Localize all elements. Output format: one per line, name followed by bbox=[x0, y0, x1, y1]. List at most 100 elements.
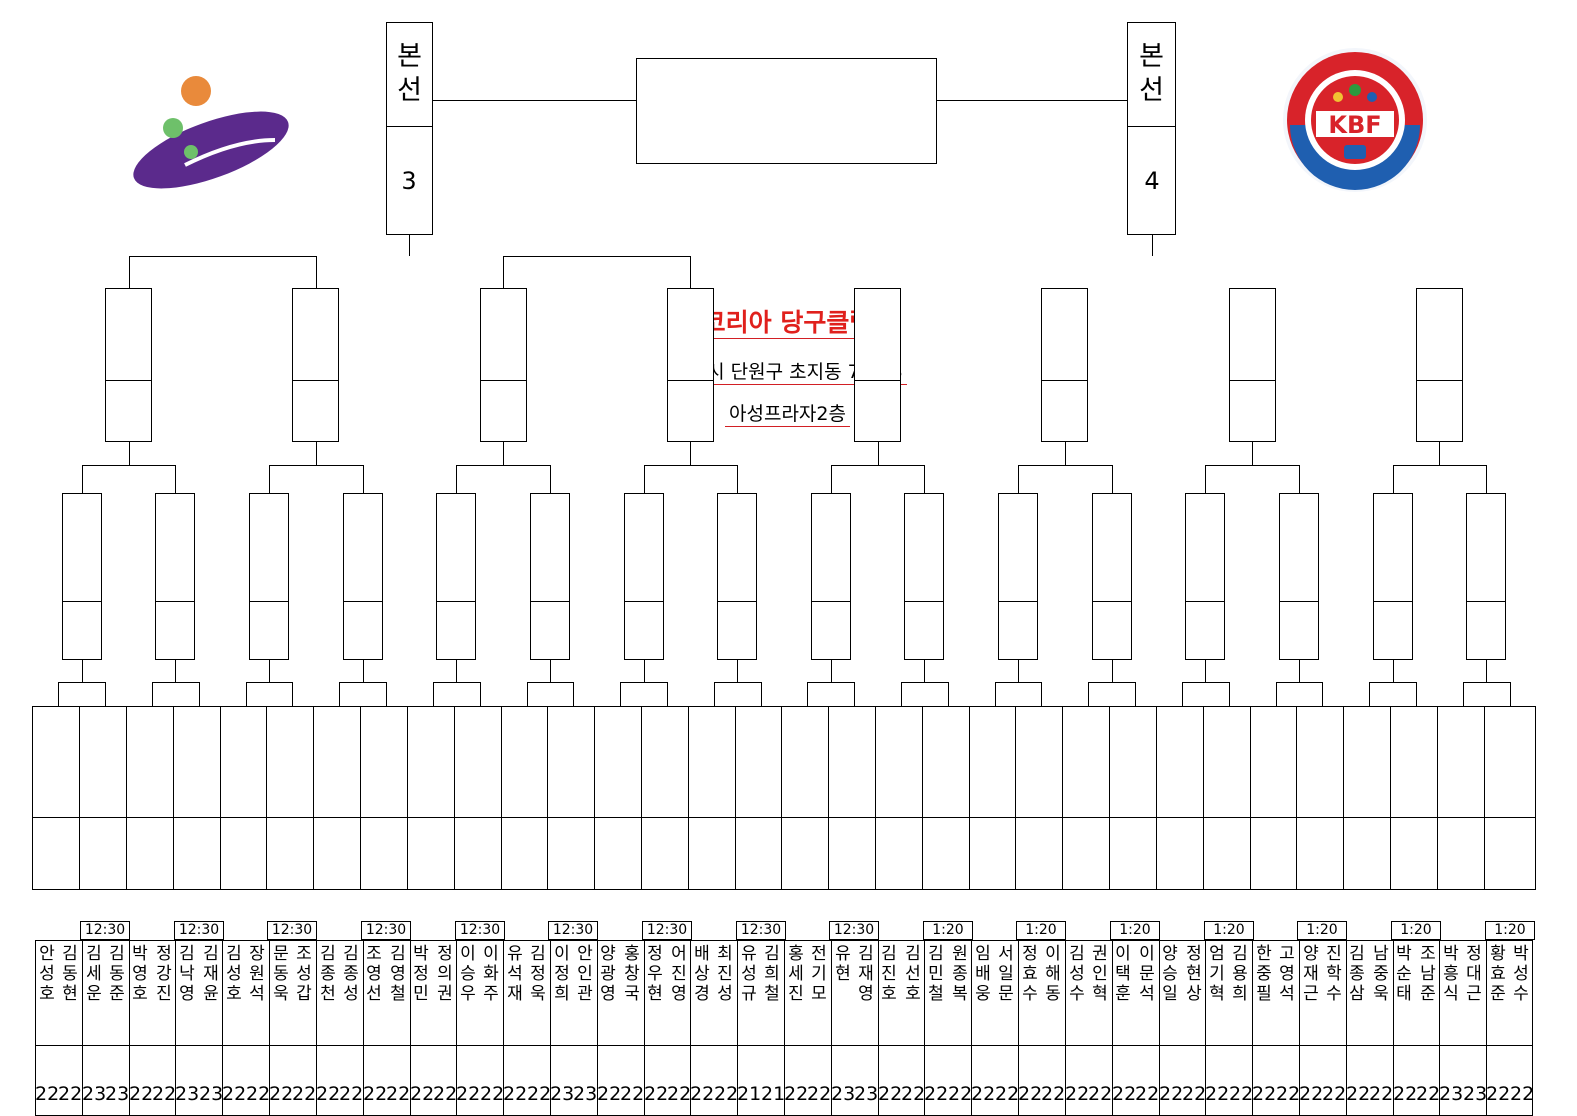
player-score: 22 bbox=[1088, 1083, 1113, 1105]
bracket-line bbox=[878, 940, 879, 1116]
bracket-line bbox=[620, 682, 667, 683]
champion-box bbox=[636, 58, 937, 164]
player-score: 22 bbox=[339, 1083, 364, 1105]
bracket-line bbox=[807, 682, 854, 683]
final-left-number: 3 bbox=[401, 167, 417, 195]
round32-box-divider bbox=[454, 817, 506, 818]
player-name: 김정욱 bbox=[530, 944, 546, 1004]
match-time: 1:20 bbox=[923, 921, 973, 940]
bracket-line bbox=[1299, 660, 1300, 682]
player-name: 권인혁 bbox=[1092, 944, 1108, 1004]
bracket-line bbox=[316, 256, 317, 288]
player-score: 22 bbox=[1369, 1083, 1394, 1105]
bracket-line bbox=[175, 660, 176, 682]
bracket-line bbox=[737, 940, 738, 1116]
bracket-line bbox=[1205, 660, 1206, 682]
bracket-line bbox=[82, 465, 175, 466]
match-time: 1:20 bbox=[1204, 921, 1254, 940]
round32-box bbox=[828, 706, 880, 890]
player-name: 김재윤 bbox=[203, 944, 219, 1004]
player-name: 어진영 bbox=[671, 944, 687, 1004]
round32-box bbox=[1484, 706, 1536, 890]
player-name: 한중필 bbox=[1256, 944, 1272, 1004]
player-score: 21 bbox=[737, 1083, 762, 1105]
match-time: 12:30 bbox=[174, 921, 224, 940]
bracket-line bbox=[831, 465, 832, 493]
player-name: 정강진 bbox=[156, 944, 172, 1004]
player-score: 22 bbox=[386, 1083, 411, 1105]
round32-box-divider bbox=[79, 817, 131, 818]
match-time: 12:30 bbox=[267, 921, 317, 940]
match-time: 12:30 bbox=[642, 921, 692, 940]
bracket-line bbox=[1018, 660, 1019, 682]
player-name: 정현상 bbox=[1186, 944, 1202, 1004]
player-name: 안인관 bbox=[577, 944, 593, 1004]
kbf-logo: KBF bbox=[1283, 48, 1427, 192]
player-name: 김낙영 bbox=[179, 944, 195, 1004]
match-time: 1:20 bbox=[1297, 921, 1347, 940]
bracket-line bbox=[1112, 660, 1113, 682]
player-score: 22 bbox=[1322, 1083, 1347, 1105]
round32-box bbox=[781, 706, 833, 890]
bracket-line bbox=[924, 940, 925, 1116]
player-score: 22 bbox=[480, 1083, 505, 1105]
bracket-line bbox=[644, 465, 645, 493]
player-name: 김종삼 bbox=[1349, 944, 1365, 1004]
bracket-line bbox=[269, 940, 270, 1116]
round32-box-divider bbox=[1109, 817, 1161, 818]
round32-box-divider bbox=[313, 817, 365, 818]
round16-box-divider bbox=[1373, 601, 1413, 602]
round16-box bbox=[1373, 493, 1413, 660]
bracket-line bbox=[1393, 660, 1394, 682]
round32-box-divider bbox=[922, 817, 974, 818]
player-name: 양승일 bbox=[1162, 944, 1178, 1004]
bracket-line bbox=[386, 682, 387, 706]
bracket-line bbox=[971, 940, 972, 1116]
bracket-line bbox=[995, 682, 1041, 683]
player-score: 22 bbox=[667, 1083, 692, 1105]
player-name: 원종복 bbox=[952, 944, 968, 1004]
round16-box bbox=[1092, 493, 1132, 660]
player-score: 22 bbox=[503, 1083, 528, 1105]
player-name: 김동준 bbox=[109, 944, 125, 1004]
round32-box bbox=[266, 706, 318, 890]
match-time: 12:30 bbox=[548, 921, 598, 940]
player-score: 22 bbox=[1346, 1083, 1371, 1105]
player-score: 22 bbox=[269, 1083, 294, 1105]
round32-box-divider bbox=[126, 817, 178, 818]
bracket-line bbox=[737, 660, 738, 682]
round32-box-divider bbox=[594, 817, 646, 818]
player-name: 이해동 bbox=[1045, 944, 1061, 1004]
player-name: 이정희 bbox=[554, 944, 570, 1004]
player-name: 배상경 bbox=[694, 944, 710, 1004]
round32-box bbox=[1296, 706, 1348, 890]
player-name: 장원석 bbox=[249, 944, 265, 1004]
quarter-box-divider bbox=[292, 380, 339, 381]
club-address: 안산시 단원구 초지동 733-3 bbox=[560, 357, 1015, 385]
round32-box bbox=[32, 706, 84, 890]
round16-box-divider bbox=[62, 601, 102, 602]
bracket-line bbox=[1369, 682, 1370, 706]
round16-box-divider bbox=[1092, 601, 1132, 602]
player-score: 22 bbox=[527, 1083, 552, 1105]
round16-box bbox=[717, 493, 757, 660]
player-name: 김종성 bbox=[343, 944, 359, 1004]
bracket-line bbox=[1182, 682, 1183, 706]
player-name: 박흥식 bbox=[1443, 944, 1459, 1004]
round16-box-divider bbox=[249, 601, 289, 602]
bracket-line bbox=[1065, 940, 1066, 1116]
quarter-box-divider bbox=[480, 380, 527, 381]
round32-box-divider bbox=[1343, 817, 1395, 818]
bracket-line bbox=[1229, 682, 1230, 706]
player-name: 이승우 bbox=[460, 944, 476, 1004]
bracket-line bbox=[550, 940, 551, 1116]
bracket-line bbox=[901, 682, 948, 683]
bracket-line bbox=[948, 682, 949, 706]
quarter-box-divider bbox=[1229, 380, 1276, 381]
player-name: 문동욱 bbox=[273, 944, 289, 1004]
player-name: 진학수 bbox=[1326, 944, 1342, 1004]
player-name: 홍세진 bbox=[788, 944, 804, 1004]
bracket-line bbox=[129, 442, 130, 465]
player-name: 김성호 bbox=[226, 944, 242, 1004]
bracket-line bbox=[246, 682, 292, 683]
